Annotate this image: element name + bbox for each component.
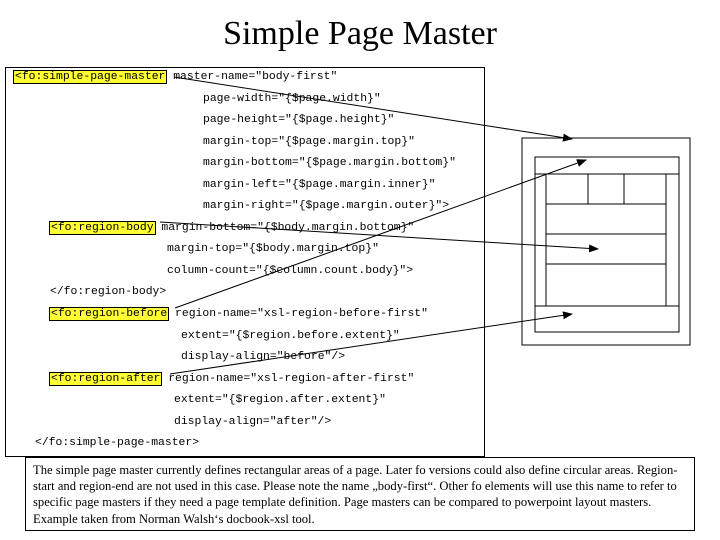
code-line-region-body: <fo:region-body margin-bottom="{$body.ma… — [49, 221, 415, 235]
code-line: display-align="before"/> — [181, 351, 346, 363]
code-line-simple-page-master: <fo:simple-page-master master-name="body… — [12, 70, 338, 84]
code-line-region-after: <fo:region-after region-name="xsl-region… — [48, 372, 415, 386]
code-line: page-width="{$page.width}" — [203, 93, 381, 105]
code-text: region-name="xsl-region-before-first" — [168, 308, 428, 320]
region-body-area — [545, 173, 667, 307]
code-line: extent="{$region.before.extent}" — [181, 330, 400, 342]
code-line: margin-bottom="{$page.margin.bottom}" — [203, 157, 456, 169]
code-line: </fo:simple-page-master> — [35, 437, 200, 449]
code-line: margin-right="{$page.margin.outer}"> — [203, 200, 450, 212]
highlight-simple-page-master: <fo:simple-page-master — [12, 70, 168, 84]
code-line: margin-left="{$page.margin.inner}" — [203, 179, 436, 191]
code-listing: <fo:simple-page-master master-name="body… — [5, 67, 485, 457]
code-line: page-height="{$page.height}" — [203, 114, 395, 126]
code-line: column-count="{$column.count.body}"> — [167, 265, 414, 277]
code-text: master-name="body-first" — [166, 71, 338, 83]
code-line: </fo:region-body> — [50, 286, 167, 298]
caption-text: The simple page master currently defines… — [25, 457, 695, 531]
slide-title: Simple Page Master — [223, 15, 497, 52]
page-outline — [521, 137, 691, 346]
code-line: margin-top="{$body.margin.top}" — [167, 243, 379, 255]
page-margin-area — [534, 156, 680, 333]
code-line-region-before: <fo:region-before region-name="xsl-regio… — [48, 307, 428, 321]
highlight-region-before: <fo:region-before — [48, 307, 170, 321]
code-text: region-name="xsl-region-after-first" — [161, 373, 415, 385]
highlight-region-after: <fo:region-after — [48, 372, 163, 386]
code-text: margin-bottom="{$body.margin.bottom}" — [154, 222, 415, 234]
highlight-region-body: <fo:region-body — [49, 221, 156, 235]
code-line: margin-top="{$page.margin.top}" — [203, 136, 415, 148]
code-line: extent="{$region.after.extent}" — [174, 394, 386, 406]
code-line: display-align="after"/> — [174, 416, 332, 428]
